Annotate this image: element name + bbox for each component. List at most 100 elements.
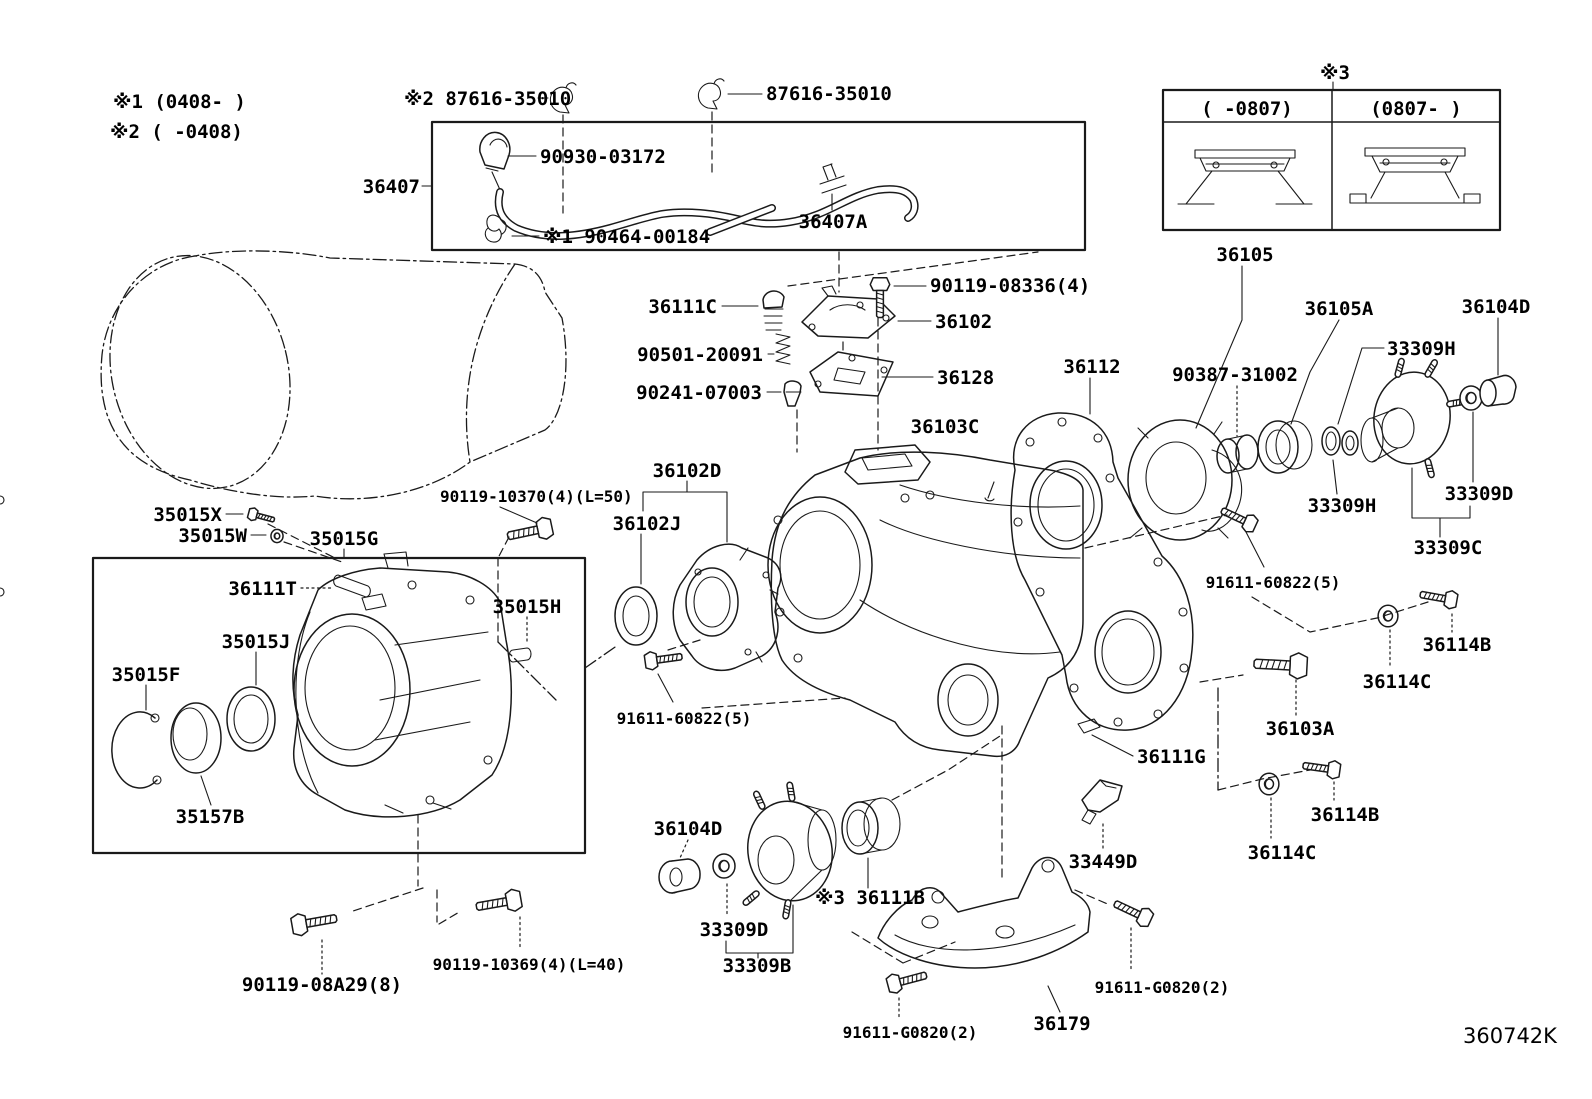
- spring-90501-part: [776, 334, 790, 364]
- extension-housing: [0, 552, 511, 817]
- table-col-late: (0807- ): [1370, 98, 1462, 120]
- label-spring-90501: 90501-20091: [637, 344, 763, 366]
- bolt-36114B-2-part: [1301, 755, 1342, 781]
- transmission-outline: [86, 236, 566, 508]
- seal-early-drawing: [1178, 150, 1312, 204]
- carrier-36102D-part: [673, 544, 781, 670]
- gasket-36128-part: [810, 352, 893, 396]
- label-hose-sensor: 90930-03172: [540, 146, 666, 168]
- hose-assembly: [432, 122, 1085, 250]
- ring-36111B-part: [842, 798, 900, 854]
- bolt-G0820-left-part: [884, 965, 930, 996]
- bolt-10369-part: [473, 887, 524, 919]
- labels: ※1 (0408- ) ※2 ( -0408) ※3 ( -0807) (080…: [110, 62, 1558, 1048]
- label-plug-90241: 90241-07003: [636, 382, 762, 404]
- variant-table: [1163, 82, 1500, 230]
- note-2: ※2 ( -0408): [110, 121, 243, 143]
- washer-33309D-rear-part: [712, 853, 736, 879]
- label-plug-36111C: 36111C: [648, 296, 717, 318]
- hose-connector-36407A: [820, 164, 846, 193]
- label-oring-upper: 33309H: [1387, 338, 1456, 360]
- plug-36111G-part: [1078, 719, 1100, 733]
- label-nut-front: 36104D: [1462, 296, 1531, 318]
- plate-36102-part: [802, 286, 895, 338]
- bolt-36114B-1-part: [1418, 584, 1459, 611]
- label-washer-front: 33309D: [1445, 483, 1514, 505]
- label-washer-36114C-1: 36114C: [1363, 671, 1432, 693]
- cup-35157B: [171, 703, 221, 773]
- label-bush-90387: 90387-31002: [1172, 364, 1298, 386]
- label-nut-rear: 36104D: [654, 818, 723, 840]
- nut-36104D-front-part: [1480, 375, 1516, 406]
- label-carrier-36102D: 36102D: [653, 460, 722, 482]
- label-bolt-60822-l: 91611-60822(5): [617, 709, 752, 728]
- label-ring-36111B: ※3 36111B: [815, 887, 925, 909]
- label-sensor-33449D: 33449D: [1069, 851, 1138, 873]
- label-washer-rear: 33309D: [700, 919, 769, 941]
- relationship-lines: [268, 112, 1428, 963]
- oring-33309H-parts: [1322, 427, 1358, 455]
- label-hose-clip-a: ※2 87616-35010: [404, 88, 571, 110]
- pin-36111T: [334, 575, 371, 597]
- bolt-10370-part: [504, 515, 555, 548]
- label-plug-35015X: 35015X: [153, 504, 222, 526]
- sensor-33449D-part: [1082, 780, 1122, 824]
- label-washer-36114C-2: 36114C: [1248, 842, 1317, 864]
- label-front-case-sub: 36105A: [1305, 298, 1374, 320]
- bolt-08A29-part: [289, 906, 340, 938]
- label-seal-36102J: 36102J: [613, 513, 682, 535]
- label-plug-35015H: 35015H: [493, 596, 562, 618]
- nut-36104D-rear-part: [659, 859, 700, 893]
- plug-35015H-part: [509, 648, 531, 662]
- front-case-36105-part: [1128, 420, 1242, 540]
- bearing-36105A-part: [1258, 421, 1312, 473]
- label-bolt-08A29: 90119-08A29(8): [242, 974, 402, 996]
- bush-90387-part: [1217, 435, 1258, 473]
- hub-33309C-part: [1361, 357, 1467, 479]
- label-cover-36112: 36112: [1063, 356, 1120, 378]
- label-seal-35015J: 35015J: [222, 631, 291, 653]
- label-bolt-G0820-l: 91611-G0820(2): [843, 1023, 978, 1042]
- plug-35015X-part: [246, 506, 277, 527]
- label-hub-front: 33309C: [1414, 537, 1483, 559]
- label-gasket-36128: 36128: [937, 367, 994, 389]
- label-bolt-36114B-2: 36114B: [1311, 804, 1380, 826]
- label-oring-lower: 33309H: [1308, 495, 1377, 517]
- label-cup-35157B: 35157B: [176, 806, 245, 828]
- seal-35015J: [227, 687, 275, 751]
- label-bolt-36114B-1: 36114B: [1423, 634, 1492, 656]
- label-washer-35015W: 35015W: [178, 525, 247, 547]
- label-plug-36111G: 36111G: [1137, 746, 1206, 768]
- note-1: ※1 (0408- ): [113, 91, 246, 113]
- bolt-36103A-part: [1252, 649, 1309, 681]
- table-col-early: ( -0807): [1201, 98, 1293, 120]
- label-bolt-08336: 90119-08336(4): [930, 275, 1090, 297]
- label-bolt-10369: 90119-10369(4)(L=40): [433, 955, 626, 974]
- washer-36114C-1-part: [1377, 604, 1399, 628]
- leader-lines: [146, 94, 1498, 1017]
- label-hose-assy: 36407: [363, 176, 420, 198]
- label-pin-36111T: 36111T: [228, 578, 297, 600]
- label-hose-clamp: ※1 90464-00184: [543, 226, 710, 248]
- hose-clip-a-part: [550, 83, 576, 113]
- label-hose-pipe: 36407A: [799, 211, 868, 233]
- label-bracket-36179: 36179: [1033, 1013, 1090, 1035]
- bracket-36179-part: [878, 858, 1090, 969]
- label-hose-clip-b: 87616-35010: [766, 83, 892, 105]
- seal-36102J-part: [615, 587, 657, 645]
- label-snapring-35015F: 35015F: [112, 664, 181, 686]
- label-housing-35015G: 35015G: [310, 528, 379, 550]
- label-plate-36102: 36102: [935, 311, 992, 333]
- label-bolt-G0820-r: 91611-G0820(2): [1095, 978, 1230, 997]
- seal-late-drawing: [1350, 148, 1480, 203]
- label-case-36103C: 36103C: [911, 416, 980, 438]
- snap-ring-35015F: [112, 712, 161, 788]
- cover-36112-part: [1011, 413, 1193, 730]
- label-bolt-36103A: 36103A: [1266, 718, 1335, 740]
- label-front-case: 36105: [1216, 244, 1273, 266]
- hose-clamp-90464: [485, 215, 506, 242]
- label-bolt-10370: 90119-10370(4)(L=50): [440, 487, 633, 506]
- extension-housing-box: [0, 552, 585, 853]
- note-3: ※3: [1320, 62, 1350, 84]
